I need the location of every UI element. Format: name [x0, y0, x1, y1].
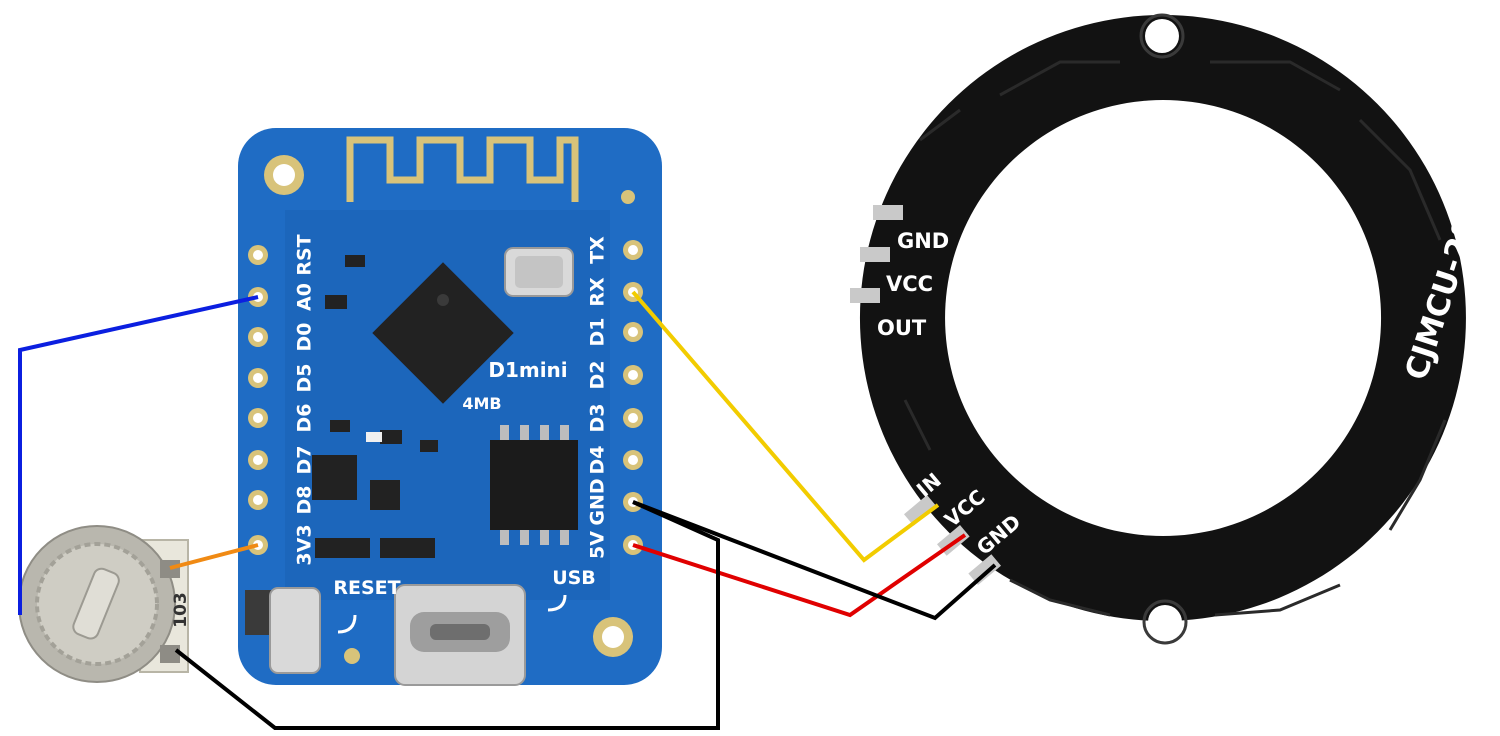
wire-yellow-rx-to-ring-in — [631, 290, 940, 563]
ring-label-gnd: GND — [897, 229, 949, 253]
wires — [18, 290, 997, 730]
ring-label-vcc: VCC — [886, 272, 933, 296]
usb-label: USB — [552, 567, 596, 589]
pin-label-d7: D7 — [294, 446, 316, 475]
right-pin-labels: TX RX D1 D2 D3 D4 GND 5V — [587, 236, 609, 559]
reset-arrow-icon — [337, 614, 357, 634]
pin-label-3v3: 3V3 — [294, 524, 316, 565]
pin-label-d4: D4 — [587, 446, 609, 475]
wire-orange-3v3-to-pot — [169, 543, 259, 570]
pot-pin-bottom — [160, 645, 180, 663]
left-pin-labels: RST A0 D0 D5 D6 D7 D8 3V3 — [294, 234, 316, 565]
wire-black-gnd-to-ring-gnd — [632, 500, 997, 621]
left-header-pins — [248, 245, 268, 555]
ring-input-pads: GND VCC OUT — [850, 205, 949, 340]
pin-label-5v: 5V — [587, 531, 609, 559]
pin-label-d2: D2 — [587, 361, 609, 390]
flash-size-label: 4MB — [462, 394, 501, 413]
pin-label-rst: RST — [294, 234, 316, 275]
flash-chip — [490, 440, 578, 530]
pot-pin-top — [160, 560, 180, 578]
pin-label-d1: D1 — [587, 318, 609, 347]
potentiometer: 103 — [18, 525, 191, 683]
wire-black-gnd-to-pot — [174, 500, 720, 730]
ring-pad-out — [850, 288, 880, 303]
pot-code-label: 103 — [171, 592, 191, 628]
ring-pad-gnd-out — [968, 554, 1001, 586]
ring-pad-vcc-in — [860, 247, 890, 262]
pin-label-d6: D6 — [294, 404, 316, 433]
pin-label-gnd: GND — [587, 478, 609, 525]
pin-label-tx: TX — [587, 236, 609, 264]
esp8266-chip — [372, 262, 514, 404]
small-components — [312, 255, 438, 558]
d1-mini-board: RST A0 D0 D5 D6 D7 D8 3V3 TX RX D1 D2 D3… — [238, 128, 662, 686]
pin-label-a0: A0 — [294, 283, 316, 311]
pin-label-d5: D5 — [294, 364, 316, 393]
reset-label: RESET — [333, 577, 400, 599]
pin-label-d3: D3 — [587, 404, 609, 433]
wifi-antenna-trace — [346, 136, 579, 202]
wire-red-5v-to-ring-vcc — [632, 533, 967, 618]
board-model-label: D1mini — [488, 358, 567, 382]
ring-traces — [903, 60, 1447, 617]
pin-label-rx: RX — [587, 277, 609, 307]
ring-pad-gnd-in — [873, 205, 903, 220]
ring-mount-hole-top — [1145, 19, 1179, 53]
wire-blue-a0-to-pot — [18, 295, 259, 615]
pin-label-d0: D0 — [294, 323, 316, 352]
ring-mount-hole-bottom — [1148, 605, 1182, 639]
ring-pad-in — [904, 494, 937, 526]
reset-switch — [269, 587, 321, 674]
ring-label-out: OUT — [877, 316, 927, 340]
usb-arrow-icon — [547, 594, 567, 612]
pot-screw-slot — [72, 567, 120, 640]
pin-label-d8: D8 — [294, 486, 316, 515]
